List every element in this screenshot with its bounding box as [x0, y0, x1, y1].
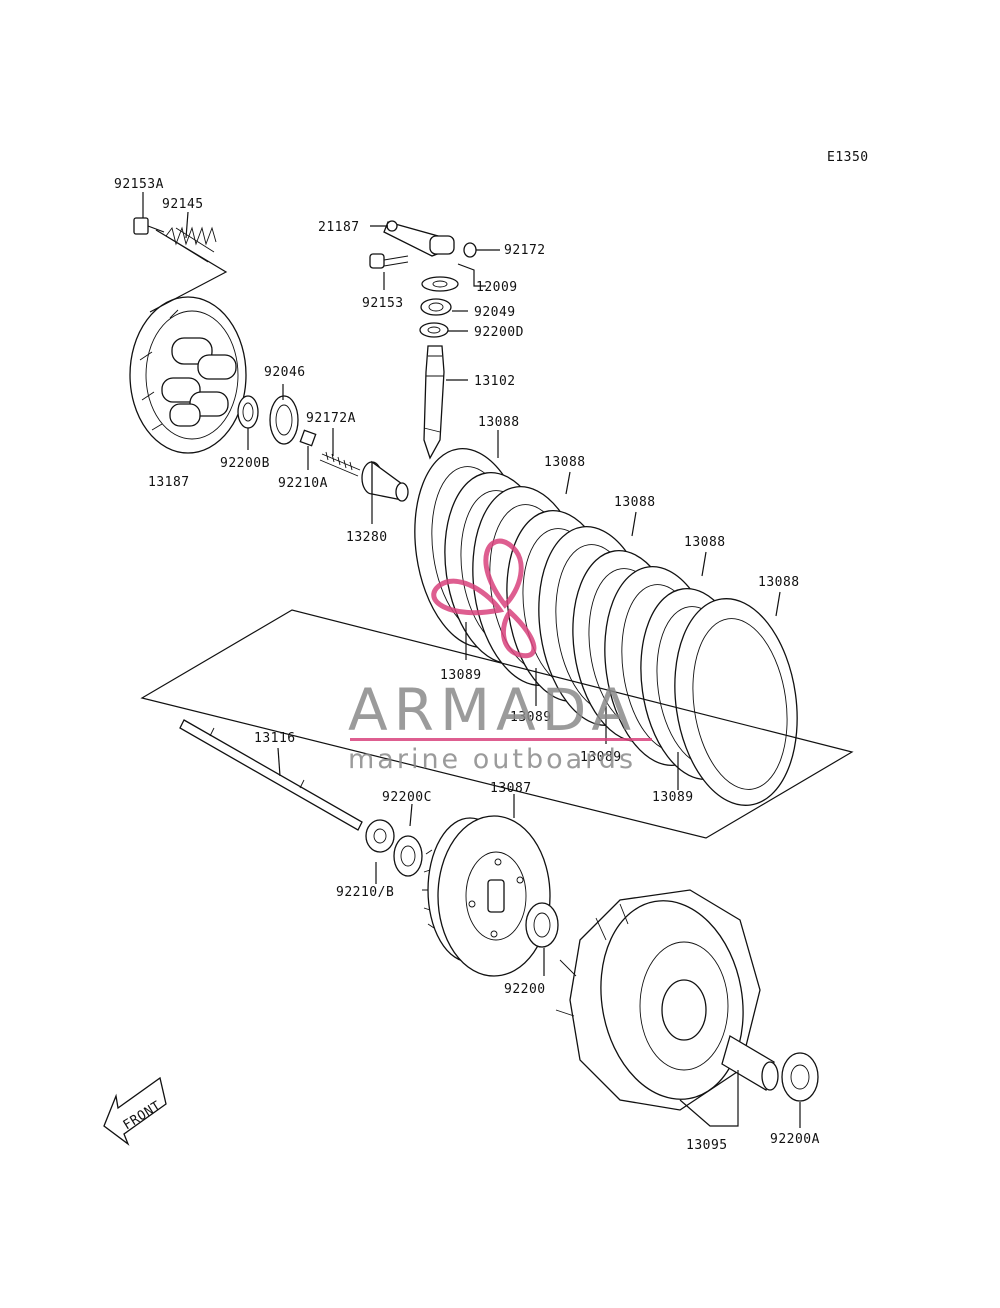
clutch-hub-13087[interactable] [422, 815, 551, 977]
bearing-92046[interactable] [269, 395, 299, 445]
label-92210A[interactable]: 92210A [278, 476, 328, 491]
friction-plate-5[interactable] [662, 591, 810, 814]
diagram-code: E1350 [827, 150, 869, 165]
label-13088-b[interactable]: 13088 [544, 455, 586, 470]
label-92145[interactable]: 92145 [162, 197, 204, 212]
bolt-92153[interactable] [369, 253, 409, 269]
label-13095[interactable]: 13095 [686, 1138, 728, 1153]
screw-92172[interactable] [463, 242, 500, 258]
label-13087[interactable]: 13087 [490, 781, 532, 796]
screw-92172A[interactable] [319, 451, 361, 477]
label-92046[interactable]: 92046 [264, 365, 306, 380]
washer-92200[interactable] [525, 902, 559, 948]
label-13088-e[interactable]: 13088 [758, 575, 800, 590]
seal-92049[interactable] [420, 298, 452, 316]
label-13187[interactable]: 13187 [148, 475, 190, 490]
label-92210B[interactable]: 92210/B [336, 885, 394, 900]
label-92172[interactable]: 92172 [504, 243, 546, 258]
label-21187[interactable]: 21187 [318, 220, 360, 235]
label-92200[interactable]: 92200 [504, 982, 546, 997]
label-92200B[interactable]: 92200B [220, 456, 270, 471]
nut-92210A[interactable] [299, 429, 317, 447]
washer-92200D[interactable] [419, 322, 449, 338]
washer-92200A[interactable] [781, 1052, 819, 1102]
washer-12009[interactable] [421, 276, 459, 292]
shaft-13102[interactable] [423, 345, 445, 460]
label-13089-a[interactable]: 13089 [440, 668, 482, 683]
label-13089-d[interactable]: 13089 [652, 790, 694, 805]
spring-92145[interactable] [165, 226, 217, 263]
label-13089-c[interactable]: 13089 [580, 750, 622, 765]
label-92153A[interactable]: 92153A [114, 177, 164, 192]
label-13116[interactable]: 13116 [254, 731, 296, 746]
sleeve-13095[interactable] [721, 1035, 779, 1091]
label-92153[interactable]: 92153 [362, 296, 404, 311]
pusher-13280[interactable] [361, 460, 409, 502]
leader-92145-group [149, 229, 228, 313]
label-13088-a[interactable]: 13088 [478, 415, 520, 430]
plate-group-frame [140, 609, 854, 839]
clutch-housing-13095[interactable] [555, 889, 761, 1111]
label-13088-d[interactable]: 13088 [684, 535, 726, 550]
label-13280[interactable]: 13280 [346, 530, 388, 545]
front-arrow-icon [103, 1076, 167, 1146]
watermark-underline [350, 738, 652, 741]
rod-13116[interactable] [179, 719, 363, 831]
watermark-tagline: marine outboards [348, 744, 636, 775]
watermark: ARMADA marine outboards [348, 538, 652, 775]
watermark-logo-icon [431, 538, 537, 659]
label-92200A[interactable]: 92200A [770, 1132, 820, 1147]
leader-lines [142, 192, 801, 1128]
washer-92200B[interactable] [237, 395, 259, 429]
label-13088-c[interactable]: 13088 [614, 495, 656, 510]
label-92049[interactable]: 92049 [474, 305, 516, 320]
bolt-92153A[interactable] [133, 217, 165, 235]
label-13089-b[interactable]: 13089 [510, 710, 552, 725]
label-92172A[interactable]: 92172A [306, 411, 356, 426]
label-92200D[interactable]: 92200D [474, 325, 524, 340]
nut-92210B[interactable] [365, 819, 395, 853]
washer-92200C[interactable] [393, 835, 423, 877]
label-13102[interactable]: 13102 [474, 374, 516, 389]
pressure-plate-13187[interactable] [129, 296, 247, 454]
label-92200C[interactable]: 92200C [382, 790, 432, 805]
part-labels: 92153A 92145 21187 92172 12009 92153 920… [114, 177, 820, 1153]
watermark-brand: ARMADA [348, 676, 637, 744]
lever-21187[interactable] [383, 220, 455, 257]
label-12009[interactable]: 12009 [476, 280, 518, 295]
